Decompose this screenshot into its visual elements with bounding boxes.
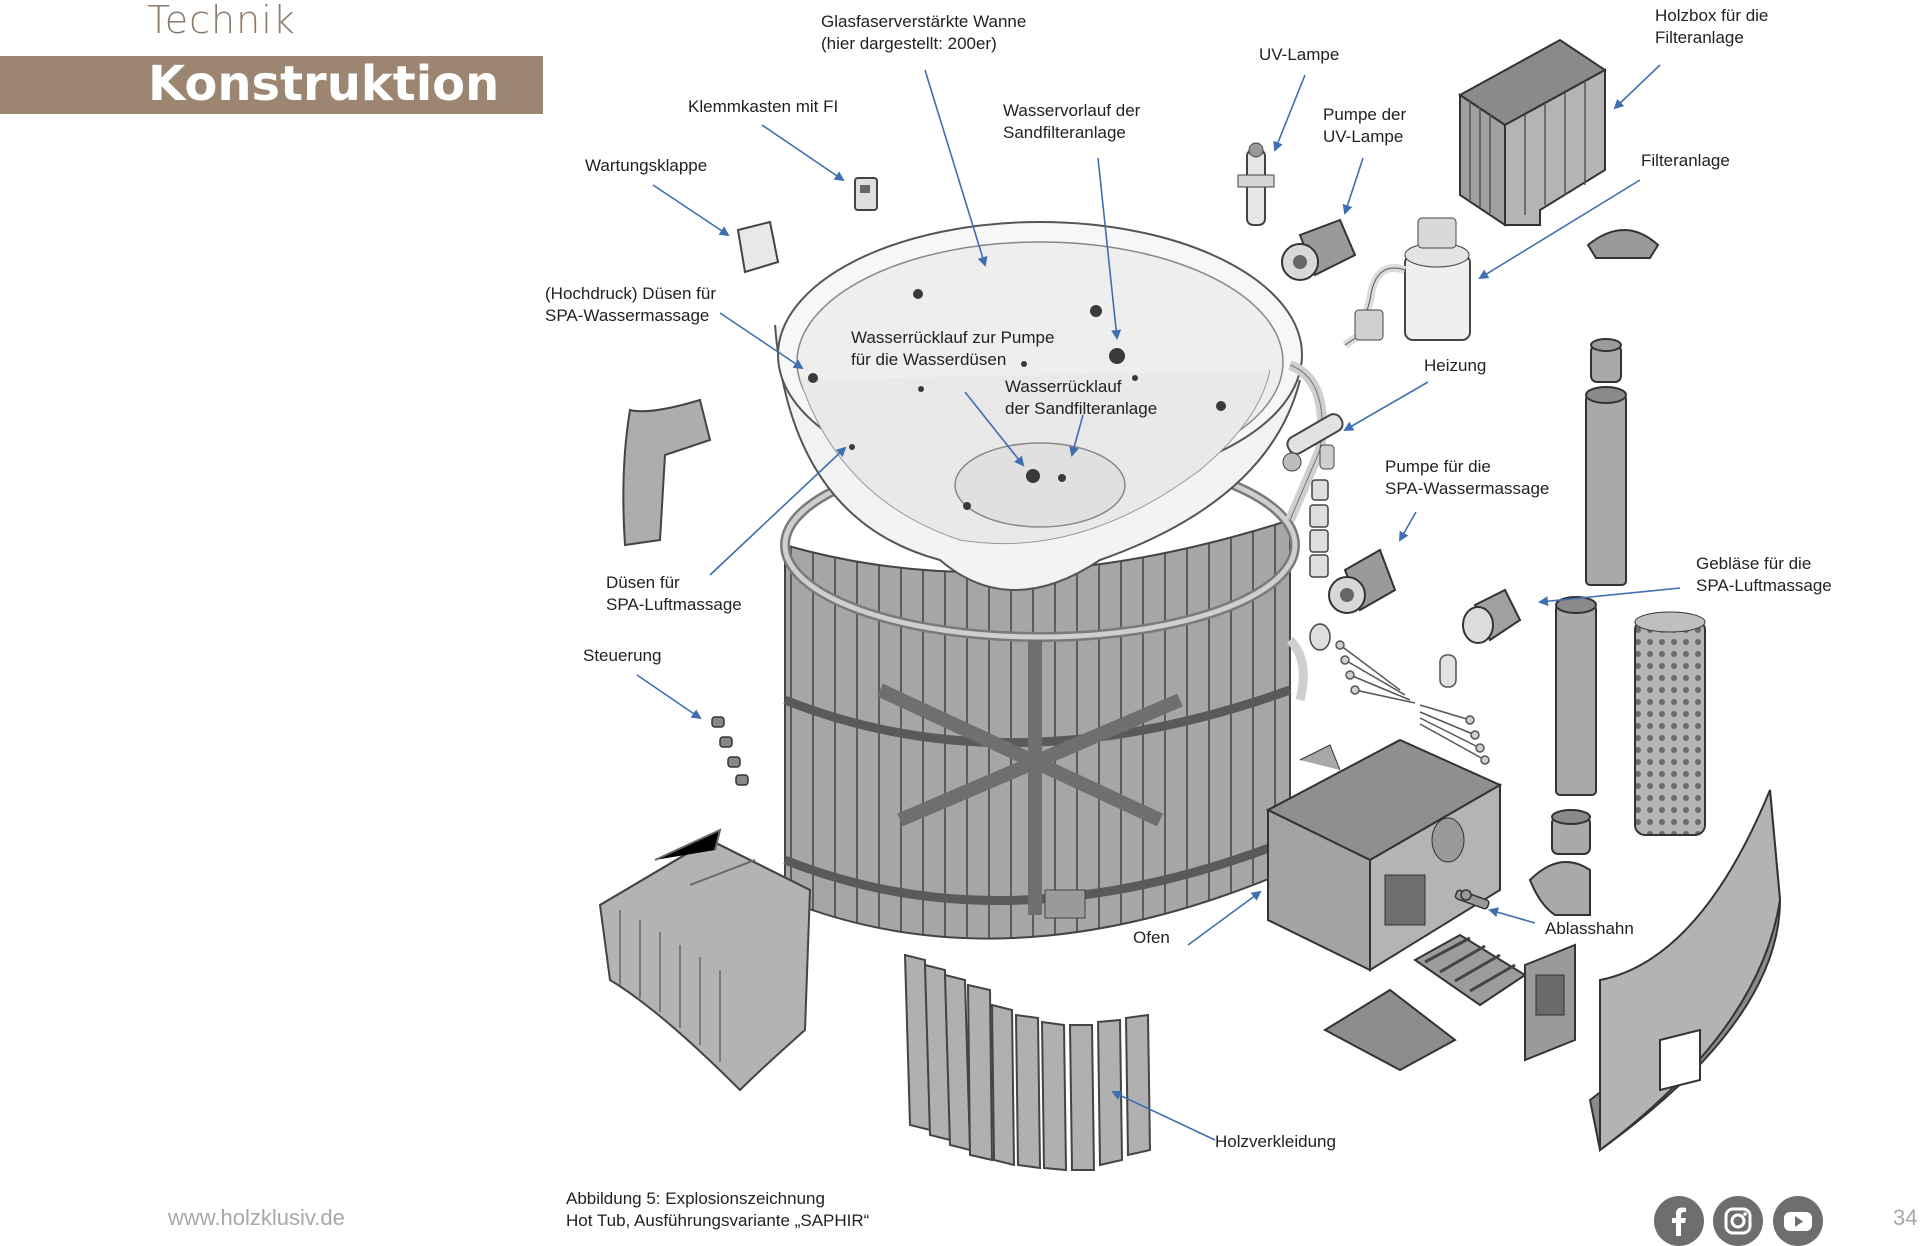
title-band: [0, 56, 543, 114]
stove-door: [1524, 943, 1576, 1062]
drain-valve: [1454, 889, 1490, 910]
uv-lamp: [1237, 142, 1275, 226]
label-glasfaser: Glasfaserverstärkte Wanne(hier dargestel…: [821, 12, 1027, 53]
label-uv-lampe: UV-Lampe: [1259, 45, 1340, 64]
filter-unit: [1342, 217, 1471, 349]
uv-pump: [1281, 218, 1357, 281]
spa-pump: [1328, 548, 1397, 614]
stove-cladding: [1588, 789, 1782, 1153]
facebook-icon[interactable]: [1654, 1196, 1704, 1246]
junction-box: [854, 177, 878, 211]
control-buttons: [711, 716, 749, 786]
filter-wood-box: [1458, 38, 1607, 227]
youtube-icon[interactable]: [1773, 1196, 1823, 1246]
label-holzverkleidung: Holzverkleidung: [1215, 1132, 1336, 1151]
label-heizung: Heizung: [1424, 356, 1487, 375]
heater: [1282, 413, 1344, 472]
page-title: Konstruktion: [148, 56, 500, 112]
label-ofen: Ofen: [1133, 928, 1170, 947]
label-klemmkasten: Klemmkasten mit FI: [688, 97, 839, 116]
figure-caption: Abbildung 5: Explosionszeichnung Hot Tub…: [566, 1189, 870, 1230]
pipe-fittings: [1309, 479, 1331, 651]
wood-cladding-panels: [903, 953, 1152, 1172]
maintenance-hatch: [736, 220, 780, 274]
air-nozzle-hoses: [1335, 640, 1490, 765]
bench-curved: [622, 398, 712, 547]
stove: [1265, 738, 1503, 972]
page-number: 34: [1893, 1205, 1918, 1230]
label-filteranlage: Filteranlage: [1641, 151, 1730, 170]
spark-guard: [1634, 611, 1706, 836]
steps: [598, 828, 812, 1092]
website-link[interactable]: www.holzklusiv.de: [168, 1205, 345, 1230]
ash-plate: [1322, 988, 1457, 1072]
callout-arrows: [636, 64, 1681, 1141]
filter-lid: [1586, 229, 1660, 259]
fiberglass-tub: [774, 221, 1327, 702]
air-blower: [1462, 588, 1522, 644]
label-steuerung: Steuerung: [583, 646, 662, 665]
label-wartungsklappe: Wartungsklappe: [585, 156, 708, 175]
stove-grate: [1413, 933, 1527, 1007]
chimney-pipes: [1528, 338, 1627, 916]
section-label: Technik: [147, 0, 296, 42]
label-ablasshahn: Ablasshahn: [1545, 919, 1634, 938]
instagram-icon[interactable]: [1713, 1196, 1763, 1246]
